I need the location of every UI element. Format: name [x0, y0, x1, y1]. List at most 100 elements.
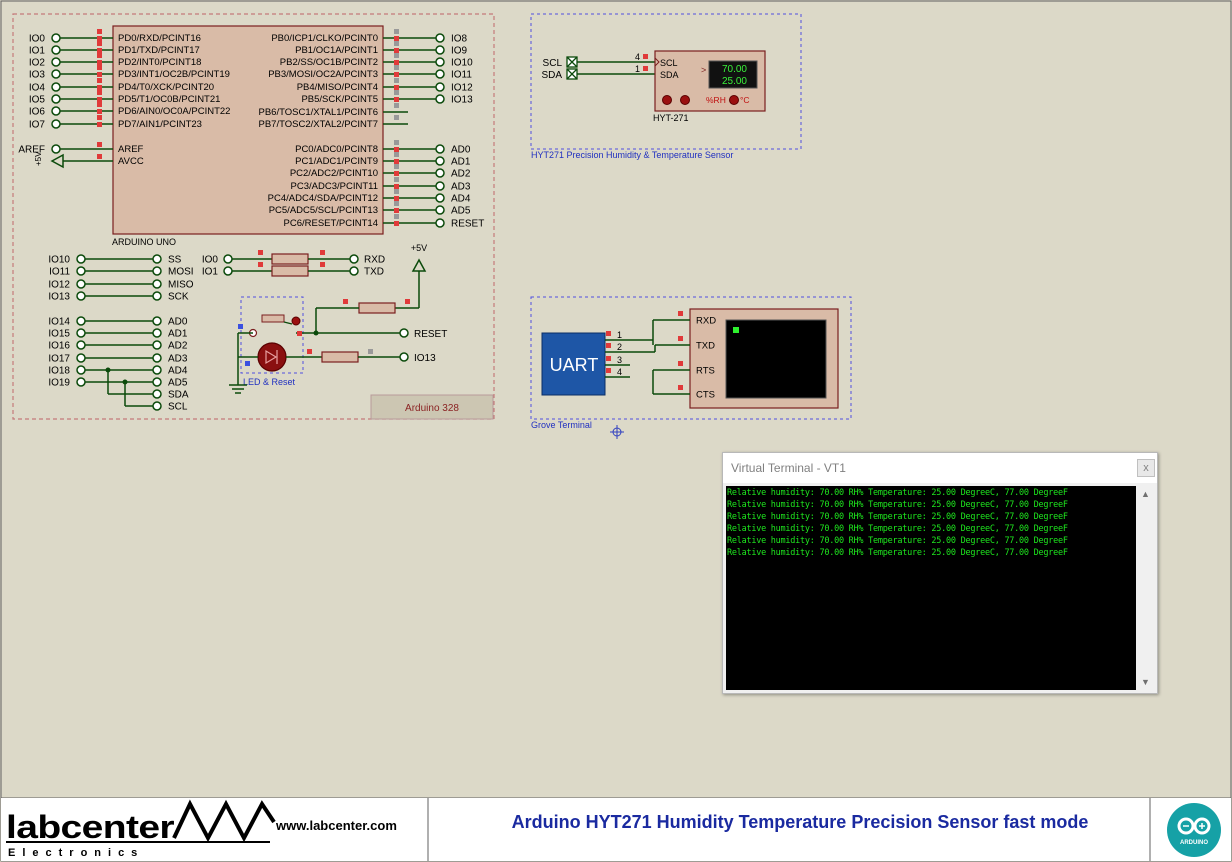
sensor-pin-scl: 4: [635, 52, 640, 62]
mcu-right-terminal[interactable]: [435, 57, 445, 67]
header-left-terminal[interactable]: [76, 377, 86, 387]
header-right-terminal[interactable]: [152, 316, 162, 326]
terminal-titlebar[interactable]: Virtual Terminal - VT1 x: [723, 453, 1157, 483]
labcenter-brand: labcenter: [6, 809, 174, 845]
mcu-left-terminal[interactable]: [51, 45, 61, 55]
mcu-right-terminal[interactable]: [435, 45, 445, 55]
mcu-left-terminal[interactable]: [51, 82, 61, 92]
mcu-right-terminal[interactable]: [435, 218, 445, 228]
sensor-button-up-icon[interactable]: [680, 95, 690, 105]
uart-block[interactable]: [541, 332, 606, 396]
close-icon[interactable]: x: [1137, 459, 1155, 477]
header-left-terminal[interactable]: [76, 316, 86, 326]
header-left-terminal[interactable]: [76, 254, 86, 264]
header-right-terminal[interactable]: [152, 389, 162, 399]
uart-right-terminal[interactable]: [349, 266, 359, 276]
pin-marker: [394, 201, 399, 206]
header-right-terminal[interactable]: [152, 377, 162, 387]
virtual-terminal-window[interactable]: Virtual Terminal - VT1 x Relative humidi…: [722, 452, 1158, 694]
arduino-uno-chip[interactable]: [112, 25, 384, 235]
led-reset-label: LED & Reset: [243, 377, 296, 387]
header-net-label: IO10: [48, 255, 70, 266]
pin-marker: [97, 60, 102, 65]
pin-marker: [394, 221, 399, 226]
header-net-label: SCK: [168, 292, 189, 303]
header-net-label: IO11: [49, 267, 70, 278]
terminal-pin-label: TXD: [696, 341, 715, 352]
sensor-display: [708, 60, 758, 89]
sensor-button-down-icon[interactable]: [662, 95, 672, 105]
header-net-label: IO16: [48, 341, 70, 352]
mcu-right-terminal[interactable]: [435, 168, 445, 178]
pin-marker: [678, 361, 683, 366]
header-right-terminal[interactable]: [152, 291, 162, 301]
uart-resistor[interactable]: [271, 253, 309, 265]
scroll-down-icon[interactable]: ▼: [1141, 677, 1150, 687]
mcu-pin-label: PC5/ADC5/SCL/PCINT13: [269, 205, 378, 216]
io13-terminal[interactable]: [399, 352, 409, 362]
header-right-terminal[interactable]: [152, 401, 162, 411]
scroll-up-icon[interactable]: ▲: [1141, 489, 1150, 499]
pin-marker: [97, 48, 102, 53]
uart-left-terminal[interactable]: [223, 266, 233, 276]
origin-marker-icon: [610, 425, 624, 439]
aref-terminal[interactable]: [51, 144, 61, 154]
header-right-terminal[interactable]: [152, 340, 162, 350]
header-net-label: AD0: [168, 317, 188, 328]
mcu-right-terminal[interactable]: [435, 33, 445, 43]
mcu-right-terminal[interactable]: [435, 82, 445, 92]
mcu-right-terminal[interactable]: [435, 69, 445, 79]
led-resistor[interactable]: [321, 351, 359, 363]
mcu-left-terminal[interactable]: [51, 119, 61, 129]
header-right-terminal[interactable]: [152, 266, 162, 276]
reset-terminal[interactable]: [399, 328, 409, 338]
terminal-pin-label: RTS: [696, 366, 715, 377]
mcu-net-label: IO12: [451, 83, 473, 94]
labcenter-url[interactable]: www.labcenter.com: [275, 818, 397, 833]
mcu-right-terminal[interactable]: [435, 181, 445, 191]
pin-marker: [394, 208, 399, 213]
uart-left-terminal[interactable]: [223, 254, 233, 264]
header-left-terminal[interactable]: [76, 340, 86, 350]
mcu-right-terminal[interactable]: [435, 144, 445, 154]
header-right-terminal[interactable]: [152, 328, 162, 338]
grove-group: [530, 296, 852, 420]
terminal-scrollbar[interactable]: ▲ ▼: [1138, 486, 1154, 690]
uart-resistor[interactable]: [271, 265, 309, 277]
mcu-left-terminal[interactable]: [51, 57, 61, 67]
mcu-left-terminal[interactable]: [51, 94, 61, 104]
header-left-terminal[interactable]: [76, 353, 86, 363]
header-left-terminal[interactable]: [76, 266, 86, 276]
header-left-terminal[interactable]: [76, 291, 86, 301]
header-net-label: MISO: [168, 280, 194, 291]
mcu-right-terminal[interactable]: [435, 205, 445, 215]
pin-marker: [606, 368, 611, 373]
mcu-net-label: AD5: [451, 206, 471, 217]
mcu-left-terminal[interactable]: [51, 106, 61, 116]
pin-marker: [97, 122, 102, 127]
header-right-terminal[interactable]: [152, 254, 162, 264]
sensor-button-mode-icon[interactable]: [729, 95, 739, 105]
pin-marker: [97, 29, 102, 34]
pin-marker: [97, 142, 102, 147]
header-left-terminal[interactable]: [76, 279, 86, 289]
led-icon[interactable]: [257, 342, 287, 372]
header-left-terminal[interactable]: [76, 365, 86, 375]
header-right-terminal[interactable]: [152, 353, 162, 363]
reset-led-circuit: LED & Reset +5V RESET I: [229, 243, 447, 394]
header-left-terminal[interactable]: [76, 328, 86, 338]
mcu-right-terminal[interactable]: [435, 94, 445, 104]
header-right-terminal[interactable]: [152, 279, 162, 289]
header-right-terminal[interactable]: [152, 365, 162, 375]
uart-right-terminal[interactable]: [349, 254, 359, 264]
terminal-output[interactable]: Relative humidity: 70.00 RH% Temperature…: [726, 486, 1136, 690]
mcu-pin-label: PB3/MOSI/OC2A/PCINT3: [268, 69, 378, 80]
mcu-left-terminal[interactable]: [51, 69, 61, 79]
reset-button[interactable]: [261, 314, 285, 323]
mcu-left-terminal[interactable]: [51, 33, 61, 43]
mcu-right-terminal[interactable]: [435, 156, 445, 166]
mcu-right-terminal[interactable]: [435, 193, 445, 203]
pin-marker: [97, 115, 102, 120]
pullup-resistor[interactable]: [358, 302, 396, 314]
